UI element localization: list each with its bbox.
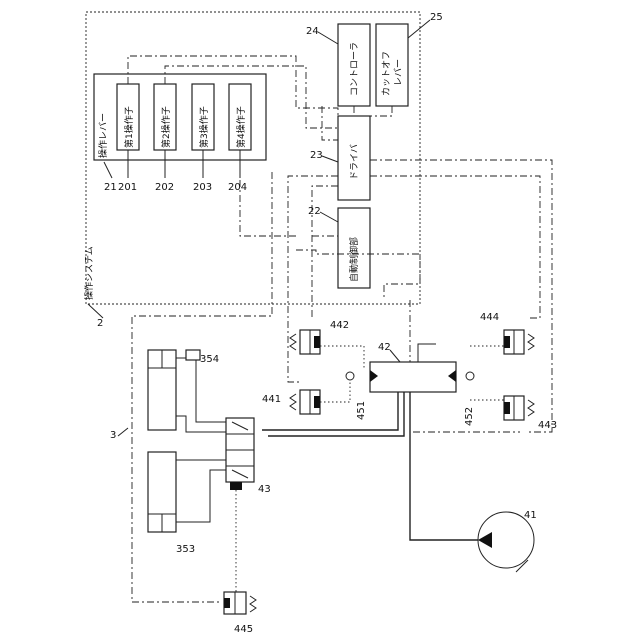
svg-text:441: 441 xyxy=(262,394,281,405)
operator-203: 第3操作子 203 xyxy=(192,84,214,193)
leader-line xyxy=(408,20,430,38)
leader-line xyxy=(322,156,338,162)
svg-text:452: 452 xyxy=(464,407,475,426)
leader-line xyxy=(318,32,338,44)
operator-201: 第1操作子 201 xyxy=(117,84,139,193)
svg-text:第3操作子: 第3操作子 xyxy=(198,106,210,148)
cutoff-lever-label-2: レバー xyxy=(393,59,404,86)
auto-control-label: 自動制御部 xyxy=(348,237,360,282)
operation-lever-label: 操作レバー xyxy=(97,113,109,158)
system-label: 操作システム xyxy=(83,246,95,300)
solenoid-valve-441: 441 xyxy=(262,390,320,414)
svg-text:443: 443 xyxy=(538,420,557,431)
driver-number: 23 xyxy=(310,150,323,161)
svg-text:41: 41 xyxy=(524,510,537,521)
leader-line xyxy=(320,212,338,222)
figure-label: 3 xyxy=(110,430,116,441)
controller-label: コントローラ xyxy=(349,42,360,96)
svg-text:43: 43 xyxy=(258,484,271,495)
operator-204: 第4操作子 204 xyxy=(228,84,251,193)
svg-text:第2操作子: 第2操作子 xyxy=(160,106,172,148)
svg-text:353: 353 xyxy=(176,544,195,555)
leader-line xyxy=(104,162,112,178)
auto-control-number: 22 xyxy=(308,206,321,217)
cylinder-354: 354 xyxy=(148,350,219,430)
svg-text:445: 445 xyxy=(234,624,253,635)
main-pump-41: 41 xyxy=(478,510,537,572)
cylinder-353: 353 xyxy=(148,452,195,555)
svg-text:203: 203 xyxy=(193,182,212,193)
svg-text:354: 354 xyxy=(200,354,219,365)
svg-text:42: 42 xyxy=(378,342,391,353)
svg-text:444: 444 xyxy=(480,312,499,323)
shuttle-valve-451: 451 xyxy=(346,372,367,420)
svg-text:第1操作子: 第1操作子 xyxy=(123,106,135,148)
svg-text:204: 204 xyxy=(228,182,247,193)
cutoff-lever-number: 25 xyxy=(430,12,443,23)
shuttle-valve-452: 452 xyxy=(464,372,475,426)
svg-text:201: 201 xyxy=(118,182,137,193)
svg-text:202: 202 xyxy=(155,182,174,193)
controller-number: 24 xyxy=(306,26,319,37)
svg-text:442: 442 xyxy=(330,320,349,331)
solenoid-valve-444: 444 xyxy=(480,312,534,354)
svg-text:第4操作子: 第4操作子 xyxy=(235,106,247,148)
solenoid-valve-443: 443 xyxy=(504,396,557,431)
solenoid-valve-445: 445 xyxy=(224,592,256,635)
pilot-pump-42: 42 xyxy=(370,342,456,392)
driver-label: ドライバ xyxy=(349,144,360,180)
system-number: 2 xyxy=(97,318,103,329)
svg-text:451: 451 xyxy=(356,401,367,420)
leader-line xyxy=(88,304,103,318)
operator-202: 第2操作子 202 xyxy=(154,84,176,193)
solenoid-valve-442: 442 xyxy=(290,320,349,354)
operation-lever-number: 21 xyxy=(104,182,117,193)
leader-line xyxy=(118,428,128,436)
cutoff-lever-label-1: カットオフ xyxy=(381,51,392,96)
